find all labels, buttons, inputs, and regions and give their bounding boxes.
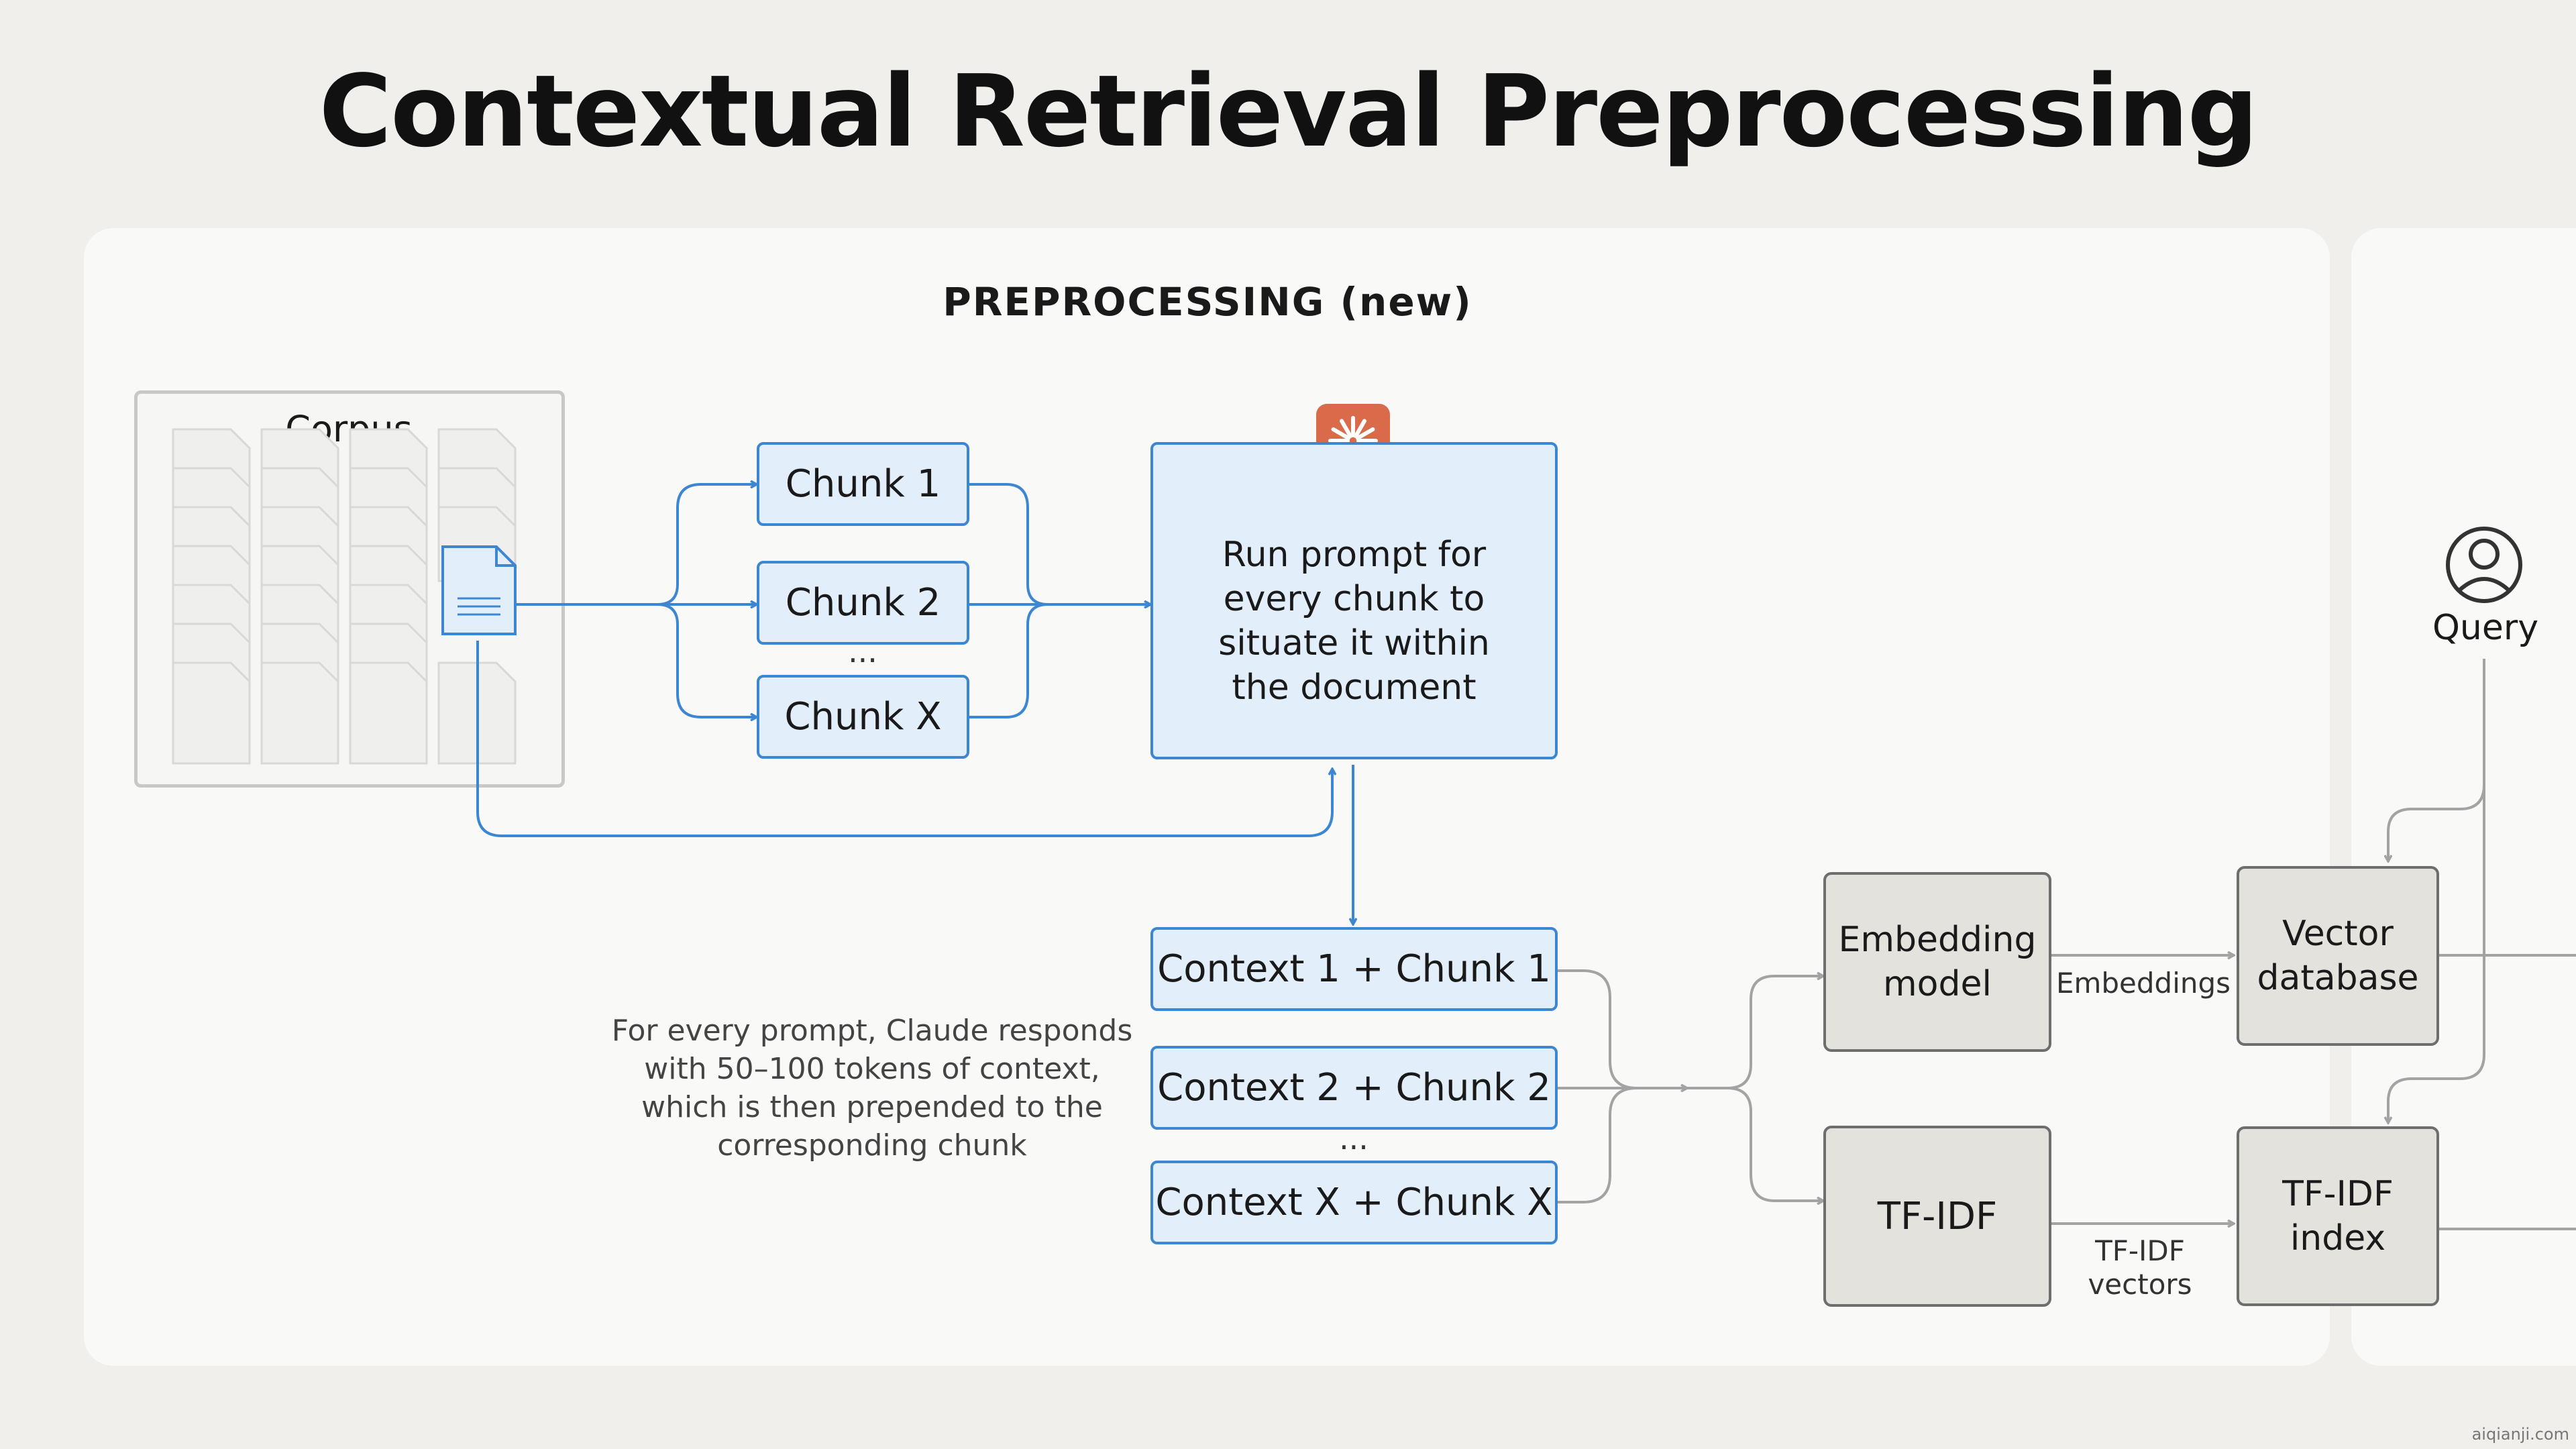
context-chunk-x-box: Context X + Chunk X: [1150, 1161, 1558, 1244]
query-label: Query: [2432, 608, 2539, 648]
embeddings-edge-label: Embeddings: [2055, 967, 2231, 1000]
prompt-box: Run prompt for every chunk to situate it…: [1150, 442, 1558, 759]
corpus-document-icon: [260, 661, 339, 765]
section-title: PREPROCESSING (new): [943, 279, 1472, 325]
starburst-ray: [1355, 427, 1375, 440]
tfidf-index-box: TF-IDF index: [2237, 1126, 2439, 1306]
vector-database-box: Vector database: [2237, 866, 2439, 1046]
corpus-document-icon: [172, 661, 251, 765]
context-ellipsis: ...: [1339, 1120, 1368, 1157]
page-title: Contextual Retrieval Preprocessing: [319, 54, 2258, 169]
context-chunk-2-box: Context 2 + Chunk 2: [1150, 1046, 1558, 1130]
tfidf-vectors-edge-label: TF-IDF vectors: [2088, 1234, 2192, 1301]
context-chunk-1-box: Context 1 + Chunk 1: [1150, 927, 1558, 1011]
chunk-2-box: Chunk 2: [757, 561, 969, 645]
chunk-ellipsis: ...: [848, 633, 877, 669]
chunk-x-box: Chunk X: [757, 675, 969, 759]
document-icon: [441, 545, 517, 635]
user-icon: [2446, 527, 2522, 603]
starburst-ray: [1331, 427, 1351, 440]
corpus-document-icon: [349, 661, 428, 765]
starburst-ray: [1340, 419, 1352, 439]
gray-connectors: [1558, 659, 2576, 1230]
tfidf-box: TF-IDF: [1823, 1126, 2051, 1307]
blue-connectors: [476, 484, 1353, 924]
embedding-model-box: Embedding model: [1823, 872, 2051, 1052]
claude-context-note: For every prompt, Claude responds with 5…: [611, 1014, 1133, 1163]
watermark: aiqianji.com: [2471, 1425, 2569, 1444]
starburst-ray: [1354, 419, 1366, 439]
chunk-1-box: Chunk 1: [757, 442, 969, 526]
